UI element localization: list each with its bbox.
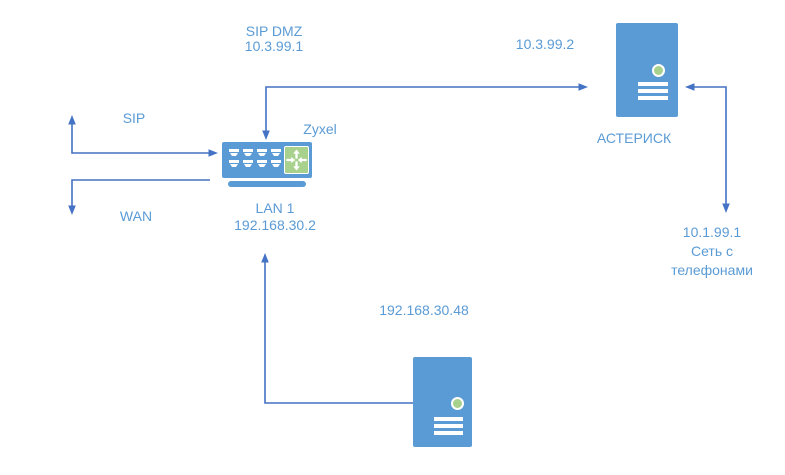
- connector-router-wan: [68, 179, 210, 215]
- status-led-icon: [451, 397, 464, 410]
- label-sip-dmz: SIP DMZ 10.3.99.1: [214, 24, 334, 54]
- vent-line: [434, 417, 463, 421]
- label-asterisk-name: АСТЕРИСК: [596, 130, 672, 146]
- port-icon: [229, 149, 239, 156]
- vent-line: [638, 96, 668, 100]
- dmz-title: SIP DMZ: [245, 23, 303, 39]
- port-icon: [243, 160, 253, 167]
- connector-sip-router: [68, 115, 218, 157]
- port-icon: [257, 149, 267, 156]
- dmz-ip: 10.3.99.1: [244, 38, 304, 54]
- phones-caption-1: Сеть с: [690, 243, 734, 259]
- port-icon: [271, 160, 281, 167]
- port-icon: [243, 149, 253, 156]
- vent-line: [434, 424, 463, 428]
- port-icon: [229, 160, 239, 167]
- phones-ip: 10.1.99.1: [682, 224, 742, 240]
- port-icon: [257, 160, 267, 167]
- pc-server-tower-icon: [413, 357, 472, 447]
- label-asterisk-dmz-ip: 10.3.99.2: [515, 36, 575, 52]
- vent-line: [434, 431, 463, 435]
- connector-router-asterisk: [262, 83, 588, 140]
- phones-caption-2: телефонами: [671, 262, 753, 278]
- vent-line: [638, 82, 668, 86]
- ethernet-ports-icon: [229, 149, 285, 171]
- status-led-icon: [652, 64, 665, 77]
- label-wan: WAN: [119, 208, 153, 224]
- connector-asterisk-phones: [685, 83, 730, 213]
- router-icon: [222, 142, 312, 178]
- route-arrows-icon: [284, 146, 309, 174]
- label-router-lan: LAN 1 192.168.30.2: [215, 200, 335, 234]
- vent-line: [638, 89, 668, 93]
- router-base: [228, 181, 306, 187]
- label-sip: SIP: [122, 110, 146, 126]
- asterisk-server-tower-icon: [616, 23, 678, 117]
- lan-ip: 192.168.30.2: [234, 217, 316, 233]
- label-pc-ip: 192.168.30.48: [379, 302, 469, 318]
- label-router-name: Zyxel: [303, 121, 337, 137]
- connector-pc-router: [261, 253, 413, 404]
- label-phones-network: 10.1.99.1 Сеть с телефонами: [652, 223, 772, 280]
- lan-name: LAN 1: [255, 200, 295, 216]
- port-icon: [271, 149, 281, 156]
